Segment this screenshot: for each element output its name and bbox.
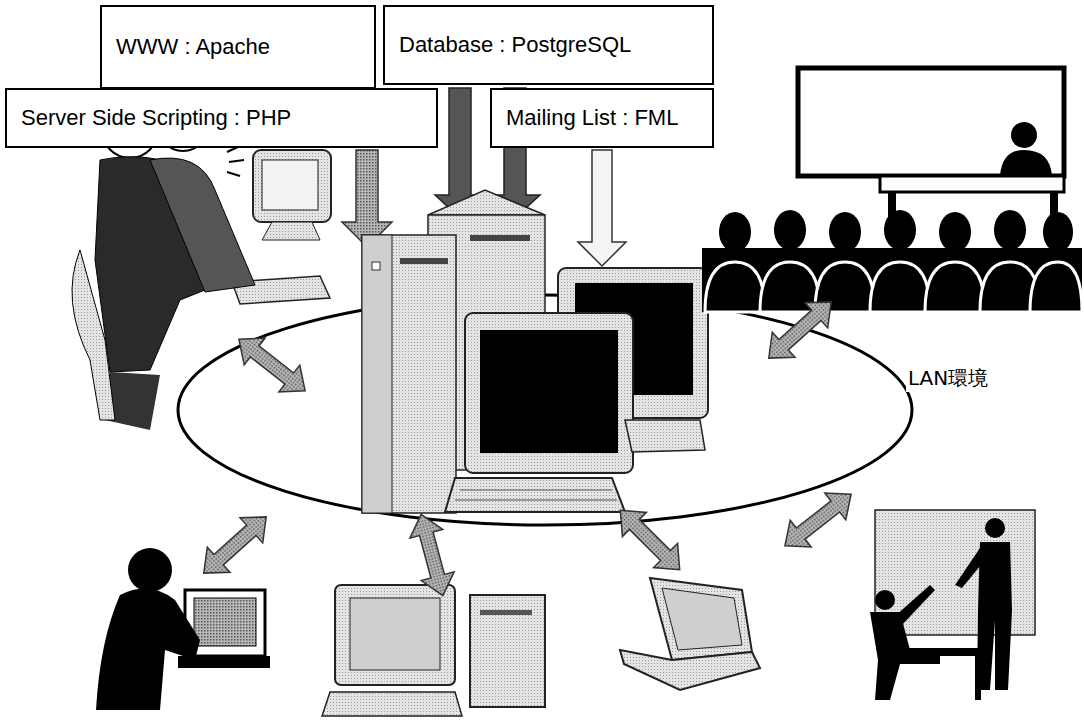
box-text: Mailing List : FML: [506, 105, 678, 131]
lecture-scene: [702, 68, 1082, 312]
service-box: Mailing List : FML: [490, 88, 714, 148]
network-label: LAN環境: [906, 365, 990, 392]
service-box: Server Side Scripting : PHP: [5, 88, 438, 148]
laptop: [620, 578, 760, 690]
service-arrow: [578, 150, 626, 266]
box-text: WWW : Apache: [116, 34, 270, 60]
desktop-pc: [322, 585, 545, 716]
box-text: Server Side Scripting : PHP: [21, 105, 291, 131]
service-arrow: [342, 150, 392, 247]
server-group: [362, 190, 708, 513]
box-text: Database : PostgreSQL: [399, 32, 631, 58]
user-silhouette: [96, 548, 270, 710]
service-box: WWW : Apache: [100, 5, 376, 89]
service-box: Database : PostgreSQL: [383, 5, 714, 85]
lan-link-arrow: [192, 289, 861, 600]
classroom-scene: [870, 510, 1035, 700]
